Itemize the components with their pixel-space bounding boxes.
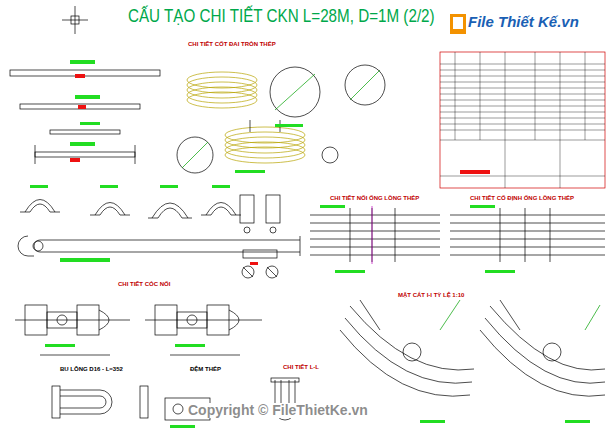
section-label: CHI TIẾT CỐT ĐAI TRÒN THÉP [188, 41, 276, 48]
section-label: CHI TIẾT CỐ ĐỊNH ỐNG LỒNG THÉP [470, 195, 574, 202]
section-label: BU LÔNG D16 - L=352 [60, 366, 123, 373]
section-label: CHI TIẾT CÓC NỐI [118, 281, 170, 288]
logo-box: File Thiết Kế.vn [468, 13, 579, 30]
section-label: CHI TIẾT NỐI ỐNG LỒNG THÉP [330, 195, 419, 202]
logo-text: File Thiết Kế.vn [468, 13, 579, 30]
sheet-title: CẤU TẠO CHI TIẾT CKN L=28M, D=1M (2/2) [128, 6, 435, 27]
section-label: MẶT CẮT I-I TỶ LỆ 1:10 [398, 292, 464, 299]
watermark: Copyright © FileThietKe.vn [188, 403, 368, 418]
section-label: CHI TIẾT L-L [283, 364, 319, 371]
section-label: ĐỆM THÉP [190, 366, 221, 373]
